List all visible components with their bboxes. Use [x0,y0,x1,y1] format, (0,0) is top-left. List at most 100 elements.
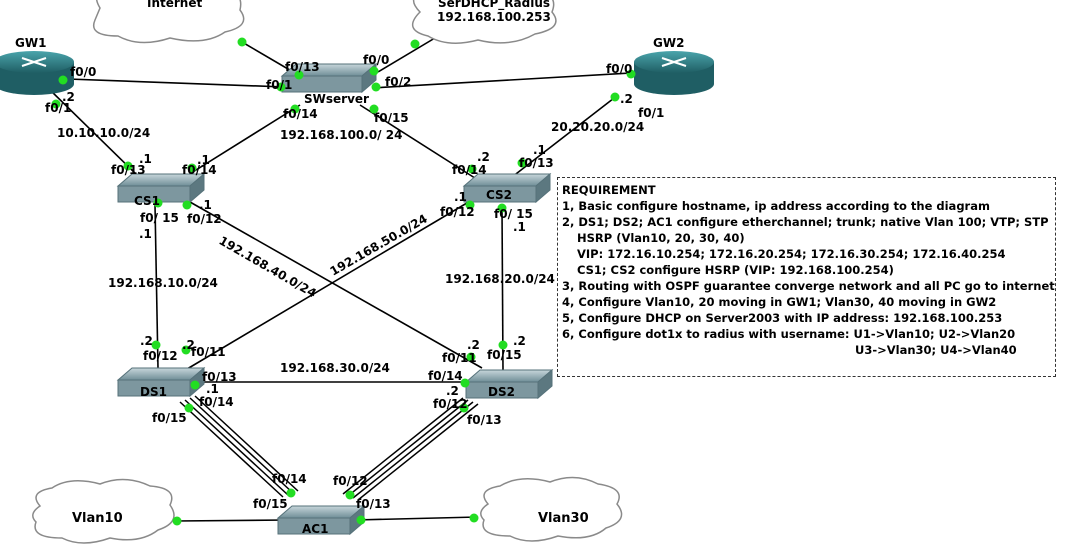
svg-text:f0/12: f0/12 [333,474,368,488]
link-gw1-swserver [39,77,286,88]
device-ac1-label: AC1 [302,522,328,536]
net-192-168-100: 192.168.100.0/ 24 [280,128,402,142]
cloud-vlan10-label: Vlan10 [72,511,123,526]
net-192-168-10: 192.168.10.0/24 [108,276,218,290]
link-gw2-swserver [371,71,649,89]
svg-text:f0/15: f0/15 [374,111,409,125]
svg-text:.1: .1 [199,198,212,212]
svg-text:.1: .1 [197,153,210,167]
device-cs2-label: CS2 [486,188,512,202]
link-gw2-cs2 [511,94,619,178]
svg-text:.2: .2 [62,90,75,104]
svg-text:f0/11: f0/11 [191,345,226,359]
switch-ds2 [464,368,554,400]
requirement-line: U3->Vlan30; U4->Vlan40 [855,343,1017,357]
svg-text:f0/ 15: f0/ 15 [140,211,179,225]
svg-text:.2: .2 [140,334,153,348]
port-dots [51,37,636,526]
net-10-10-10: 10.10.10.0/24 [57,126,150,140]
svg-text:f0/15: f0/15 [487,348,522,362]
svg-text:f0/15: f0/15 [152,411,187,425]
svg-text:f0/1: f0/1 [45,101,71,115]
svg-text:f0/1: f0/1 [266,78,292,92]
svg-text:.2: .2 [467,338,480,352]
svg-text:f0/14: f0/14 [272,472,307,486]
links [39,31,649,522]
svg-text:f0/2: f0/2 [385,75,411,89]
svg-text:f0/13: f0/13 [519,156,554,170]
svg-text:.1: .1 [206,382,219,396]
router-gw1 [0,51,74,95]
cloud-serdhcp-ip: 192.168.100.253 [437,10,551,24]
svg-text:.1: .1 [533,143,546,157]
requirement-line: CS1; CS2 configure HSRP (VIP: 192.168.10… [577,263,894,277]
requirement-line: 6, Configure dot1x to radius with userna… [562,327,1016,341]
svg-text:f0/12: f0/12 [143,349,178,363]
svg-text:.2: .2 [620,92,633,106]
svg-text:f0/14: f0/14 [199,395,234,409]
switch-cs1 [116,172,206,204]
link-swserver-cs1 [179,104,301,181]
svg-text:f0/14: f0/14 [182,163,217,177]
svg-text:f0/12: f0/12 [433,397,468,411]
requirement-line: VIP: 172.16.10.254; 172.16.20.254; 172.1… [577,247,1006,261]
cloud-vlan30-label: Vlan30 [538,511,589,526]
link-vlan10-ac1 [174,519,289,522]
svg-text:f0/ 15: f0/ 15 [494,207,533,221]
device-ds1-label: DS1 [140,385,167,399]
cloud-serdhcp [411,0,557,44]
svg-text:.1: .1 [513,220,526,234]
svg-text:f0/13: f0/13 [467,413,502,427]
svg-text:.2: .2 [182,338,195,352]
router-gw2 [634,51,714,95]
device-ds2-label: DS2 [488,385,515,399]
svg-text:.2: .2 [477,150,490,164]
switch-cs2 [462,172,552,204]
requirement-line: 2, DS1; DS2; AC1 configure etherchannel;… [562,215,1049,229]
switch-ac1 [276,504,366,536]
link-ac1-vlan30 [354,516,479,521]
net-192-168-20: 192.168.20.0/24 [445,272,555,286]
svg-text:f0/0: f0/0 [606,62,632,76]
device-cs1-label: CS1 [134,194,160,208]
svg-text:f0/14: f0/14 [452,163,487,177]
net-192-168-30: 192.168.30.0/24 [280,361,390,375]
svg-text:.2: .2 [513,334,526,348]
svg-text:f0/13: f0/13 [356,497,391,511]
svg-text:f0/15: f0/15 [253,497,288,511]
requirement-line: 3, Routing with OSPF guarantee converge … [562,279,1055,293]
cloud-serdhcp-label: SerDHCP_Radius [438,0,550,11]
link-swserver-cs2 [359,104,479,181]
requirement-line: 4, Configure Vlan10, 20 moving in GW1; V… [562,295,997,309]
port-labels: f0/0 .2 f0/1 f0/13 f0/0 f0/1 f0/2 f0/14 … [45,53,664,511]
etherchannel-links [179,395,479,501]
link-cs2-ds1 [181,199,473,373]
svg-text:f0/14: f0/14 [283,107,318,121]
svg-text:f0/13: f0/13 [285,60,320,74]
requirement-line: HSRP (Vlan10, 20, 30, 40) [577,231,745,245]
svg-text:f0/13: f0/13 [111,163,146,177]
link-cs1-ds2 [189,201,483,369]
cloud-internet-label: Internet [147,0,202,10]
svg-text:.1: .1 [139,227,152,241]
svg-text:f0/1: f0/1 [638,106,664,120]
cloud-vlan30 [480,476,623,542]
device-swserver-label: SWserver [304,92,369,106]
svg-text:.1: .1 [139,152,152,166]
svg-text:.2: .2 [446,384,459,398]
cloud-internet [93,0,245,44]
svg-text:f0/0: f0/0 [363,53,389,67]
svg-text:f0/14: f0/14 [428,369,463,383]
svg-text:f0/11: f0/11 [442,351,477,365]
svg-text:f0/13: f0/13 [202,370,237,384]
svg-text:f0/0: f0/0 [70,65,96,79]
net-192-168-50: 192.168.50.0/24 [328,212,430,279]
svg-text:f0/12: f0/12 [187,212,222,226]
requirement-title: REQUIREMENT [562,183,656,197]
device-gw2-label: GW2 [653,36,684,50]
requirement-line: 1, Basic configure hostname, ip address … [562,199,990,213]
net-20-20-20: 20.20.20.0/24 [551,120,644,134]
device-gw1-label: GW1 [15,36,46,50]
svg-text:f0/12: f0/12 [440,205,475,219]
